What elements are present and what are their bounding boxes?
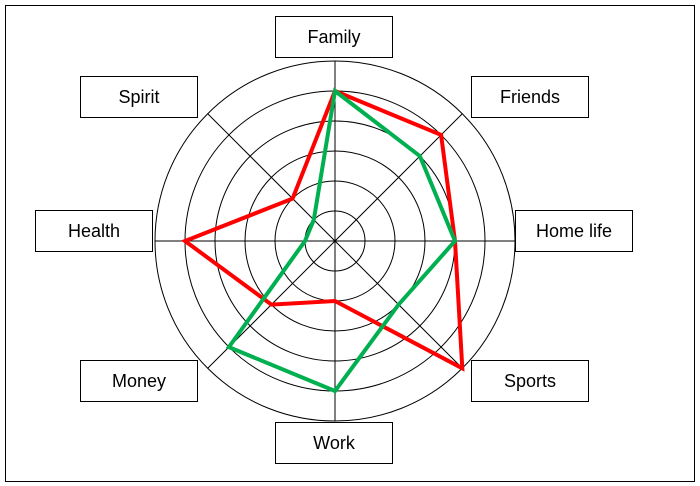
category-label-family: Family: [275, 16, 393, 58]
category-label-spirit: Spirit: [80, 76, 198, 118]
category-label-home-life: Home life: [515, 210, 633, 252]
category-label-friends: Friends: [471, 76, 589, 118]
category-label-money: Money: [80, 360, 198, 402]
series-line-2: [225, 87, 458, 394]
spoke-friends: [334, 113, 463, 242]
series-layer: [180, 87, 465, 394]
spoke-spirit: [207, 113, 336, 242]
category-label-sports: Sports: [471, 360, 589, 402]
category-label-work: Work: [275, 422, 393, 464]
series-line-1: [180, 88, 465, 372]
category-label-health: Health: [35, 210, 153, 252]
